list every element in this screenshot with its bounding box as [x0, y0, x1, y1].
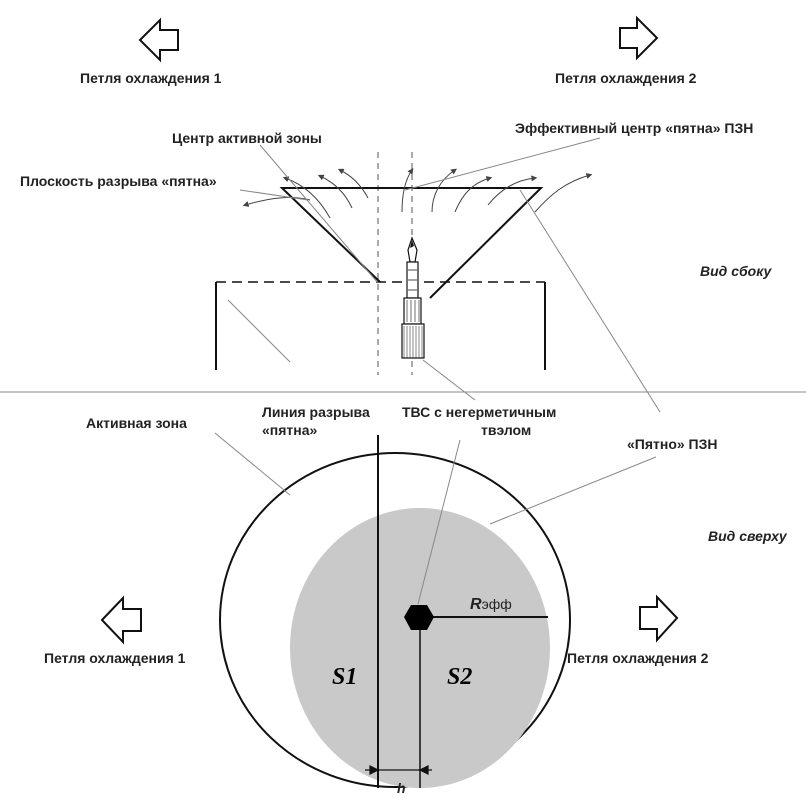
damaged-fa-hexagon-icon [404, 605, 434, 630]
top-view-label: Вид сверху [708, 528, 788, 544]
r-eff-sub: эфф [482, 596, 512, 612]
effective-center-label: Эффективный центр «пятна» ПЗН [515, 120, 753, 136]
core-center-label: Центр активной зоны [172, 130, 322, 146]
h-label: h [397, 780, 406, 796]
break-line-label-2: «пятна» [262, 422, 318, 438]
top-loop1-label: Петля охлаждения 1 [44, 650, 186, 666]
core-vessel-side [215, 282, 546, 370]
r-eff-main: R [470, 596, 482, 613]
h-dimension [365, 765, 432, 775]
s1-label: S1 [332, 664, 357, 690]
side-loop2-label: Петля охлаждения 2 [555, 70, 697, 86]
flow-arrows [242, 168, 593, 219]
break-plane-label: Плоскость разрыва «пятна» [20, 173, 217, 189]
break-line-label-1: Линия разрыва [262, 404, 370, 420]
r-eff-label: Rэфф [470, 596, 512, 613]
loop2-arrow-right-icon [619, 15, 659, 61]
top-loop2-label: Петля охлаждения 2 [567, 650, 709, 666]
side-view-label: Вид сбоку [700, 263, 772, 279]
spot-label: «Пятно» ПЗН [627, 436, 718, 452]
fa-label-1: ТВС с негерметичным [402, 404, 556, 420]
side-leader-lines [239, 137, 661, 413]
top-leader-lines [214, 299, 657, 605]
core-label: Активная зона [86, 415, 187, 431]
top-loop1-arrow-left-icon [100, 595, 142, 645]
s2-label: S2 [447, 664, 472, 690]
fuel-assembly-side [401, 236, 425, 359]
loop1-arrow-left-icon [138, 17, 179, 63]
fa-label-2: твэлом [481, 422, 531, 438]
side-loop1-label: Петля охлаждения 1 [80, 70, 222, 86]
top-loop2-arrow-right-icon [639, 594, 679, 643]
